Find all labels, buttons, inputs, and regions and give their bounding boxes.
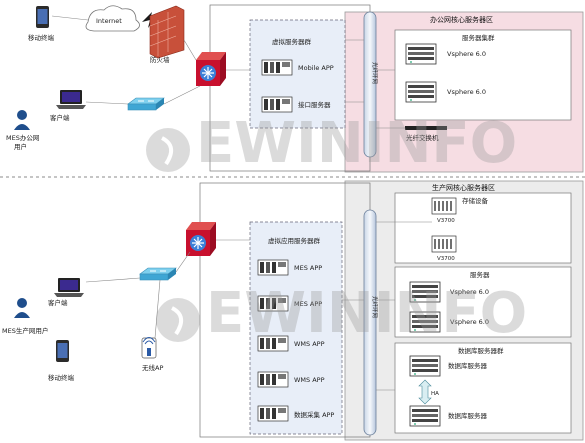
wms-app-2-label: WMS APP: [294, 376, 325, 384]
client-bottom-label: 客户端: [48, 298, 68, 307]
fiber-switch-icon: [405, 126, 447, 130]
mes-office-user-line1: MES办公网: [6, 133, 39, 142]
wms-app-1-label: WMS APP: [294, 340, 325, 348]
mes-office-user-line2: 用户: [14, 142, 27, 151]
production-core-switch-icon: [185, 221, 217, 257]
firewall-label: 防火墙: [150, 55, 170, 64]
link-client-switch: [85, 101, 129, 105]
link-switch-core: [163, 85, 201, 105]
vsphere-2-server-icon: [405, 81, 437, 103]
watermark-text-top: EWININFO: [196, 111, 517, 176]
interface-server-label: 接口服务器: [298, 100, 331, 109]
interface-server-vm-icon: [261, 96, 293, 113]
ha-arrow-icon: [418, 379, 432, 405]
data-collection-vm-icon: [257, 405, 289, 422]
db-cluster-label: 数据库服务器群: [458, 346, 504, 355]
mes-prod-user-label: MES生产网用户: [2, 326, 48, 335]
link-switch-ap: [154, 279, 161, 339]
mobile-app-label: Mobile APP: [298, 64, 334, 72]
db-server-1-icon: [409, 355, 441, 377]
fiber-switch-label: 光纤交换机: [406, 133, 439, 142]
client-top-laptop-icon: [56, 90, 86, 109]
client-bottom-laptop-icon: [54, 278, 84, 297]
watermark-logo-top: [146, 128, 190, 172]
firewall-icon: [149, 5, 185, 59]
office-access-switch-icon: [127, 97, 165, 111]
storage-box: [394, 192, 572, 264]
internet-cloud-icon: [85, 5, 140, 32]
wireless-ap-label: 无线AP: [142, 363, 163, 372]
office-server-cluster-box: [394, 29, 572, 121]
office-server-cluster-label: 服务器集群: [462, 33, 495, 42]
user-top-icon: [14, 110, 30, 130]
ha-label: HA: [431, 391, 439, 397]
db-server-1-label: 数据库服务器: [448, 361, 488, 370]
production-access-switch-icon: [139, 267, 177, 281]
db-server-2-label: 数据库服务器: [448, 411, 488, 420]
client-top-label: 客户端: [50, 113, 70, 122]
v3700-1-icon: [431, 197, 457, 215]
user-bottom-icon: [14, 298, 30, 318]
vsphere-1-label: Vsphere 6.0: [447, 50, 486, 58]
vsphere-1-server-icon: [405, 43, 437, 65]
mobile-bottom-icon: [56, 340, 69, 362]
virtual-app-cluster-frame: [249, 221, 343, 435]
data-collection-label: 数据采集 APP: [294, 410, 334, 419]
mobile-top-icon: [36, 6, 49, 28]
v3700-2-label: V3700: [437, 256, 455, 262]
wireless-ap-icon: [141, 337, 157, 359]
production-zone-title: 生产网核心服务器区: [432, 183, 495, 192]
storage-label: 存储设备: [462, 196, 489, 205]
internet-label: Internet: [96, 17, 122, 25]
mes-app-1-vm-icon: [257, 259, 289, 276]
office-core-switch-icon: [195, 51, 227, 87]
mobile-app-vm-icon: [261, 59, 293, 76]
wms-app-2-vm-icon: [257, 371, 289, 388]
virtual-app-cluster-label: 虚拟应用服务器群: [268, 236, 321, 245]
watermark-text-bottom: EWININFO: [206, 281, 527, 346]
link-prod-switch-core: [175, 251, 191, 273]
mes-app-2-label: MES APP: [294, 300, 322, 308]
mobile-top-label: 移动终端: [28, 33, 55, 42]
link-cluster-backbone: [345, 39, 364, 103]
virtual-cluster-label: 虚拟服务器群: [272, 37, 312, 46]
link-mobile-internet: [51, 15, 89, 21]
vsphere-3-label: Vsphere 6.0: [450, 288, 489, 296]
watermark-logo-bottom: [156, 298, 200, 342]
db-server-2-icon: [409, 405, 441, 427]
v3700-1-label: V3700: [437, 218, 455, 224]
office-backbone-label: 光纤环网: [371, 62, 379, 85]
production-backbone-label: 光纤环网: [371, 296, 379, 319]
production-backbone-tube: [363, 209, 377, 436]
v3700-2-icon: [431, 235, 457, 253]
vsphere-4-label: Vsphere 6.0: [450, 318, 489, 326]
mobile-bottom-label: 移动终端: [48, 373, 75, 382]
vsphere-2-label: Vsphere 6.0: [447, 88, 486, 96]
link-client-prod-switch: [85, 277, 141, 283]
server-group-label: 服务器: [470, 270, 490, 279]
link-firewall-core: [183, 39, 197, 61]
mes-app-1-label: MES APP: [294, 264, 322, 272]
office-zone-title: 办公网核心服务器区: [430, 15, 493, 24]
office-backbone-tube: [363, 11, 377, 158]
